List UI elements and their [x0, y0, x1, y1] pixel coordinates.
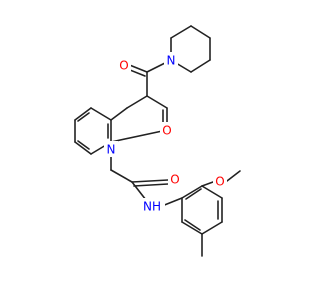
piperidine-nitrogen-atom: N — [164, 52, 178, 68]
bond-ar-inner-3 — [185, 188, 202, 200]
ketone-oxygen-atom: O — [117, 57, 131, 73]
svg-text:O: O — [215, 175, 224, 189]
svg-text:NH: NH — [143, 200, 161, 214]
bond-pip-3 — [190, 25, 211, 39]
bond-omethyl-ch3 — [226, 170, 241, 182]
quinolinone-nitrogen-atom: N — [104, 141, 118, 157]
svg-text:N: N — [167, 54, 176, 68]
bond-c4-c3 — [146, 95, 168, 109]
bond-ar-omethyl — [201, 181, 214, 187]
bond-c-o-a — [131, 179, 169, 183]
svg-text:N: N — [107, 143, 116, 157]
molecule-drawing: O N O N O O NH — [74, 25, 241, 257]
bond-benz-inner-1 — [77, 112, 90, 122]
bond-benz-2 — [74, 107, 92, 121]
svg-text:O: O — [119, 59, 128, 73]
bond-ar-inner-2 — [184, 219, 201, 231]
amide-oxygen-atom: O — [168, 171, 182, 187]
bond-benz-inner-2 — [77, 140, 90, 150]
bond-ch2-c — [110, 169, 133, 183]
bond-layer — [74, 25, 241, 257]
svg-text:O: O — [170, 173, 179, 187]
lactam-oxygen-atom: O — [160, 122, 174, 138]
bond-c-o-b — [133, 183, 169, 187]
bond-c-nh — [131, 181, 147, 201]
bond-ar-2 — [201, 185, 223, 199]
bond-nh-aryl — [161, 197, 183, 207]
bond-pip-5 — [190, 59, 211, 73]
bond-c4a-c8a — [110, 107, 128, 121]
bond-pip-2 — [170, 25, 192, 39]
structure-canvas: O N O N O O NH — [74, 25, 241, 257]
bond-ar-4 — [201, 221, 223, 235]
methoxy-oxygen-atom: O — [213, 173, 227, 189]
bond-ar-5 — [181, 221, 203, 235]
bond-benz-4 — [74, 141, 92, 155]
label-layer: O N O N O O NH — [104, 52, 227, 214]
bond-c4-c4a — [126, 95, 148, 109]
svg-text:O: O — [162, 124, 171, 138]
bond-hidden — [110, 129, 168, 143]
bond-benz-1 — [90, 107, 112, 121]
bond-ar-1 — [181, 185, 203, 199]
amide-nitrogen-atom: NH — [139, 198, 165, 214]
